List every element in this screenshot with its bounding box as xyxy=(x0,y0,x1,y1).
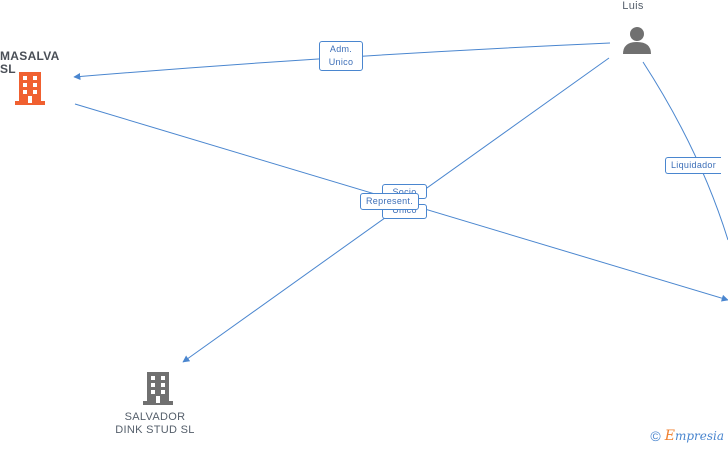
person-icon[interactable] xyxy=(622,25,652,55)
brand-name: mpresia xyxy=(674,429,724,443)
copyright-icon: © xyxy=(650,428,661,444)
edge-label-adm-line1: Adm. xyxy=(329,44,353,54)
edge-label-adm-line2: Unico xyxy=(328,57,354,67)
empresia-logo: © Empresia xyxy=(650,428,724,444)
node-label-salvador-line1: SALVADOR xyxy=(124,411,186,423)
node-label-salvador: SALVADOR DINK STUD SL xyxy=(100,411,210,437)
node-label-masalva: MASALVA SL xyxy=(0,49,60,76)
edge-label-liquidador[interactable]: Liquidador xyxy=(665,157,722,174)
node-label-luis: Luis xyxy=(622,0,644,12)
edge-luis-to-right xyxy=(642,61,728,241)
node-label-salvador-line2: DINK STUD SL xyxy=(115,424,195,436)
building-icon[interactable] xyxy=(142,371,174,405)
brand-initial: E xyxy=(664,428,675,444)
building-icon[interactable] xyxy=(14,71,46,105)
edge-label-represent[interactable]: Represent. xyxy=(360,193,420,210)
edge-label-adm-unico[interactable]: Adm. Unico xyxy=(319,41,363,71)
